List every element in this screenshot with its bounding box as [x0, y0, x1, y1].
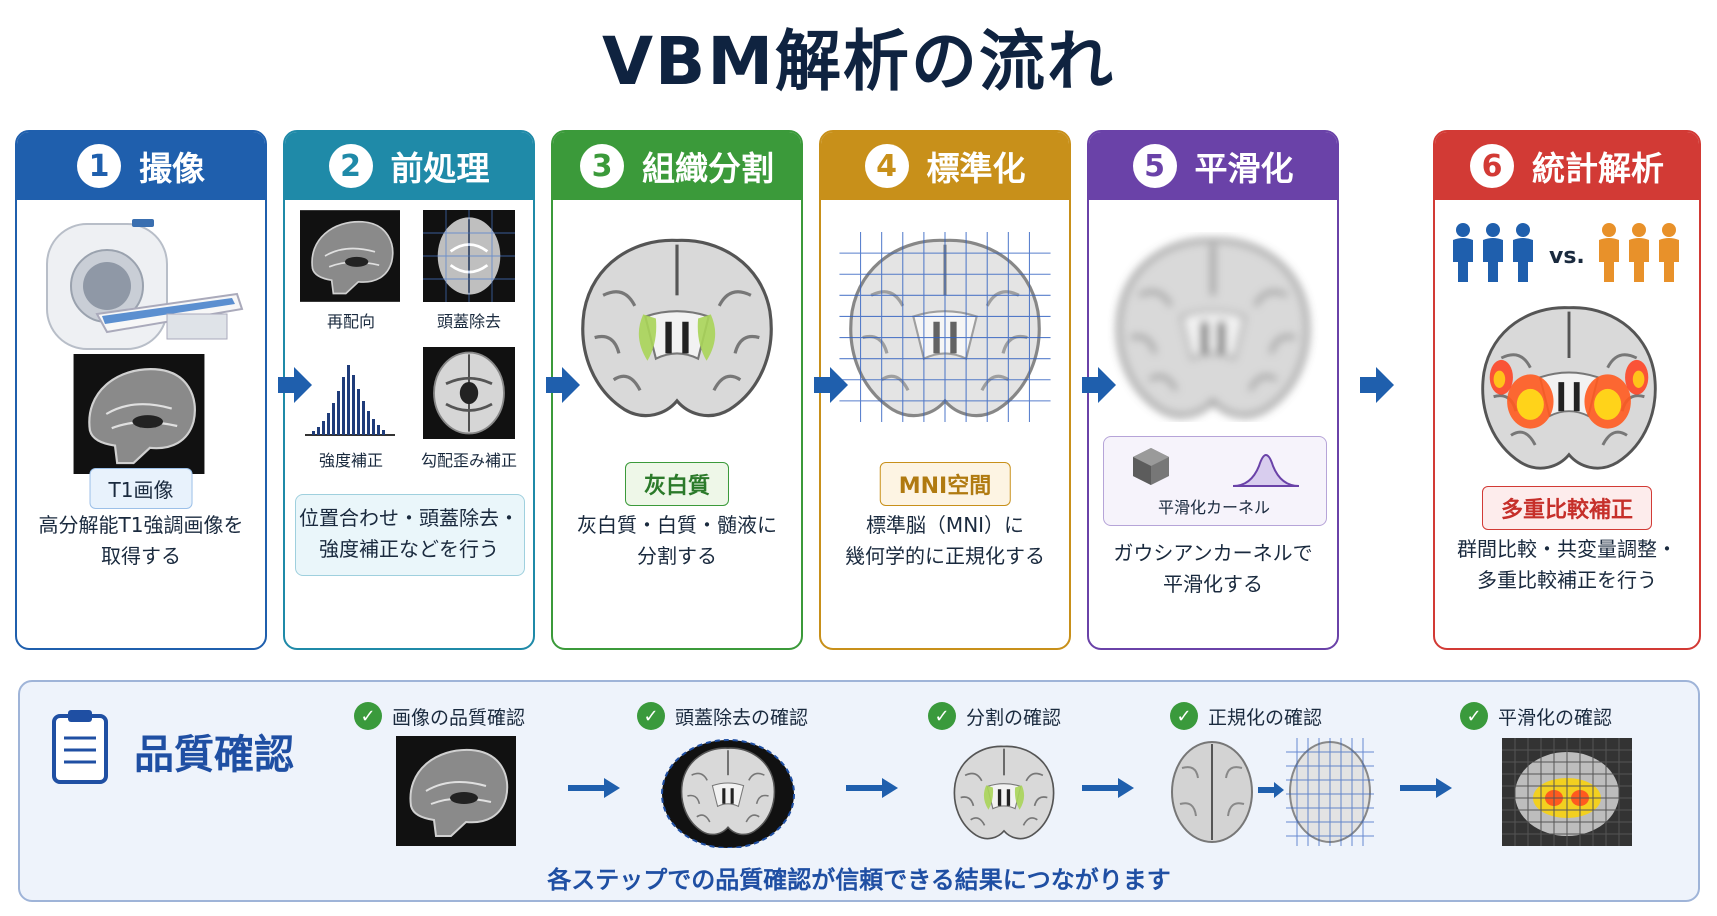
arrow-right-icon [1082, 778, 1134, 798]
qc-item-label: 平滑化の確認 [1498, 706, 1613, 729]
step-2-header: 2 前処理 [285, 132, 533, 200]
qc-smoothing-grid-image [1502, 738, 1632, 846]
check-icon: ✓ [354, 702, 382, 730]
step-3-title: 組織分割 [642, 149, 774, 188]
intensity-correction-label: 強度補正 [318, 451, 383, 470]
qc-item-label: 分割の確認 [966, 706, 1062, 729]
smoothed-brain-image [1107, 232, 1319, 422]
qc-item-skull-strip: ✓ 頭蓋除去の確認 [637, 702, 808, 730]
clipboard-icon [52, 710, 108, 784]
step-6-title: 統計解析 [1532, 149, 1664, 188]
step-2-desc-box [295, 494, 525, 576]
step-2-desc-line1: 位置合わせ・頭蓋除去・ [299, 506, 519, 530]
cube-icon [1133, 448, 1169, 485]
smoothing-kernel-label: 平滑化カーネル [1157, 498, 1270, 517]
smoothing-kernel-box [1103, 436, 1327, 526]
intensity-histogram-icon [305, 365, 395, 436]
qc-native-brain-image [1171, 741, 1253, 843]
step-5-header: 5 平滑化 [1089, 132, 1337, 200]
step-5-title: 平滑化 [1194, 149, 1294, 188]
arrow-right-icon [814, 367, 848, 403]
page-title: VBM解析の流れ [601, 23, 1116, 100]
step-3-desc-line1: 灰白質・白質・髄液に [577, 513, 777, 537]
step-1-header: 1 撮像 [17, 132, 265, 200]
qc-item-label: 頭蓋除去の確認 [675, 706, 809, 729]
step-4-header: 4 標準化 [821, 132, 1069, 200]
step-4-number: 4 [864, 144, 909, 188]
qc-sagittal-image [395, 736, 517, 846]
qc-item-segmentation: ✓ 分割の確認 [928, 702, 1061, 730]
distortion-correction-image [423, 347, 515, 439]
check-icon: ✓ [1460, 702, 1488, 730]
quality-check-footer: 各ステップでの品質確認が信頼できる結果につながります [547, 866, 1171, 894]
t1-sagittal-image [72, 354, 206, 474]
step-3-desc-line2: 分割する [637, 544, 717, 568]
arrow-right-icon [568, 778, 620, 798]
check-icon: ✓ [928, 702, 956, 730]
skull-strip-image [423, 210, 515, 302]
qc-item-label: 正規化の確認 [1208, 706, 1323, 729]
step-4-desc-line2: 幾何学的に正規化する [845, 544, 1045, 568]
multiple-comparison-tag: 多重比較補正 [1481, 486, 1653, 530]
qc-skull-strip-image [661, 739, 795, 848]
step-5-desc-line2: 平滑化する [1163, 572, 1263, 596]
qc-item-normalization: ✓ 正規化の確認 [1170, 702, 1322, 730]
t1-image-tag: T1画像 [89, 468, 193, 509]
step-6-header: 6 統計解析 [1435, 132, 1699, 200]
arrow-right-icon [1258, 782, 1284, 798]
step-1-number: 1 [77, 144, 121, 188]
step-2-number: 2 [328, 144, 373, 188]
check-icon: ✓ [637, 702, 665, 730]
qc-normalized-brain-image [1286, 738, 1374, 846]
qc-segmentation-image [952, 744, 1056, 841]
step-1-card: 1 撮像 T1画像 高分解能T1強調画像を 取得する [15, 130, 267, 650]
step-3-number: 3 [580, 144, 624, 188]
step-4-card: 4 標準化 MNI空間 標準脳（MNI）に 幾何学的に正規化する [819, 130, 1071, 650]
step-2-title: 前処理 [390, 149, 490, 188]
arrow-right-icon [1360, 367, 1394, 403]
skull-strip-label: 頭蓋除去 [436, 312, 501, 331]
step-4-desc-line1: 標準脳（MNI）に [865, 513, 1025, 537]
step-1-title: 撮像 [139, 149, 205, 188]
step-6-number: 6 [1470, 144, 1514, 188]
step-6-card: 6 統計解析 vs. 多重比較補正 群間比較・共変量調整・ 多重比較補正を行う [1433, 130, 1701, 650]
step-4-title: 標準化 [926, 149, 1026, 188]
arrow-right-icon [846, 778, 898, 798]
gray-matter-tag: 灰白質 [624, 462, 730, 506]
step-1-desc-line2: 取得する [101, 544, 181, 568]
statistical-map-brain-image [1457, 300, 1681, 474]
gaussian-curve-icon [1232, 454, 1300, 487]
arrow-right-icon [546, 367, 580, 403]
distortion-correction-label: 勾配歪み補正 [420, 451, 517, 470]
qc-item-smoothing: ✓ 平滑化の確認 [1460, 702, 1612, 730]
group-a-people-icon [1453, 223, 1533, 282]
qc-item-image-quality: ✓ 画像の品質確認 [354, 702, 525, 730]
arrow-right-icon [278, 367, 312, 403]
mri-scanner-icon [46, 219, 244, 350]
arrow-right-icon [1400, 778, 1452, 798]
reorient-image [300, 210, 400, 302]
step-5-number: 5 [1132, 144, 1177, 188]
step-3-card: 3 組織分割 灰白質 灰白質・白質・髄液に 分割する [551, 130, 803, 650]
normalized-brain-image [839, 232, 1051, 422]
mni-space-tag: MNI空間 [879, 462, 1011, 506]
step-2-card: 2 前処理 再配向 頭蓋除去 強度補正 勾配歪み補正 位置合わせ・頭蓋除去・ 強… [283, 130, 535, 650]
step-2-desc-line2: 強度補正などを行う [319, 537, 499, 561]
reorient-label: 再配向 [326, 312, 375, 331]
step-1-desc-line1: 高分解能T1強調画像を [38, 513, 244, 537]
qc-item-label: 画像の品質確認 [392, 706, 526, 729]
step-6-desc-line2: 多重比較補正を行う [1477, 568, 1657, 592]
segmented-brain-image [571, 232, 783, 422]
step-5-card: 5 平滑化 平滑化カーネル ガウシアンカーネルで 平滑化する [1087, 130, 1339, 650]
quality-check-title: 品質確認 [134, 732, 294, 778]
quality-check-panel: 品質確認 ✓ 画像の品質確認 ✓ 頭蓋除去の確認 ✓ 分割の確認 ✓ 正規化の確… [18, 680, 1700, 902]
step-3-header: 3 組織分割 [553, 132, 801, 200]
arrow-right-icon [1082, 367, 1116, 403]
check-icon: ✓ [1170, 702, 1198, 730]
group-b-people-icon [1599, 223, 1679, 282]
step-5-desc-line1: ガウシアンカーネルで [1113, 541, 1313, 565]
step-6-desc-line1: 群間比較・共変量調整・ [1457, 537, 1677, 561]
versus-label: vs. [1549, 244, 1585, 269]
